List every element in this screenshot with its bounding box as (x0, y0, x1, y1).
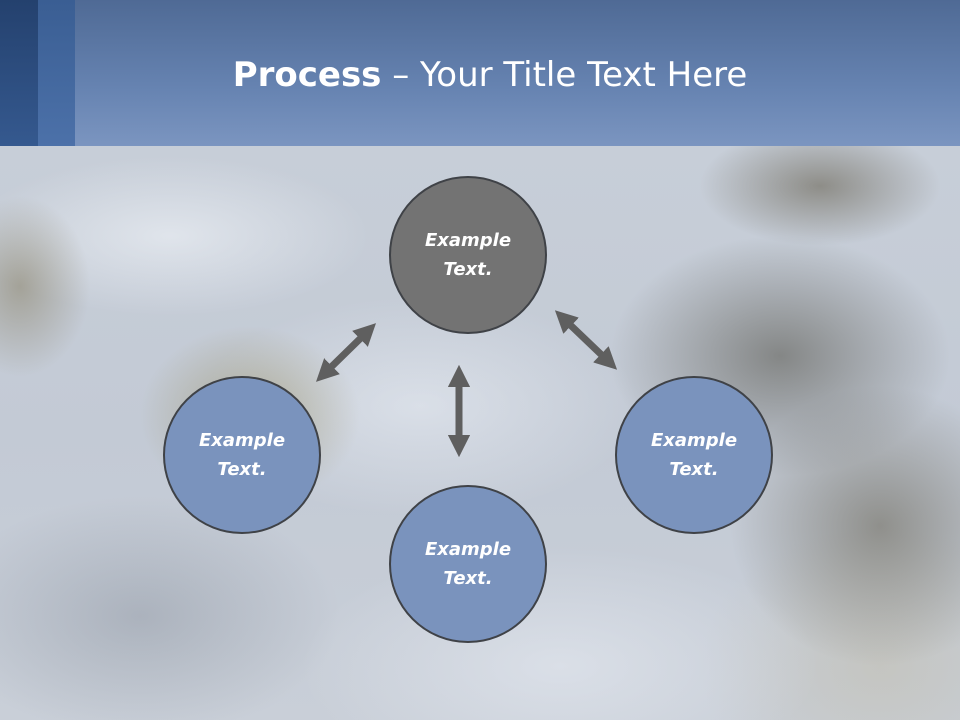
process-node-center: Example Text. (389, 176, 547, 334)
node-text-line2: Text. (669, 459, 719, 480)
node-text-line2: Text. (217, 459, 267, 480)
arrow-top-right (554, 310, 618, 370)
slide-title: Process – Your Title Text Here (75, 50, 905, 100)
node-text-line2: Text. (443, 568, 493, 589)
node-text-line1: Example (650, 430, 738, 451)
header-accent-stripe-dark (0, 0, 38, 146)
node-text-line2: Text. (443, 259, 493, 280)
arrow-top-left (315, 323, 377, 382)
slide-title-rest: – Your Title Text Here (381, 55, 748, 95)
slide-title-bold: Process (232, 55, 382, 95)
node-text-line1: Example (424, 539, 512, 560)
node-text-line1: Example (424, 230, 512, 251)
title-bar: Process – Your Title Text Here (0, 0, 960, 146)
process-node-right: Example Text. (615, 376, 773, 534)
node-text-line1: Example (198, 430, 286, 451)
header-accent-stripe-light (38, 0, 75, 146)
process-node-bottom: Example Text. (389, 485, 547, 643)
process-node-left: Example Text. (163, 376, 321, 534)
